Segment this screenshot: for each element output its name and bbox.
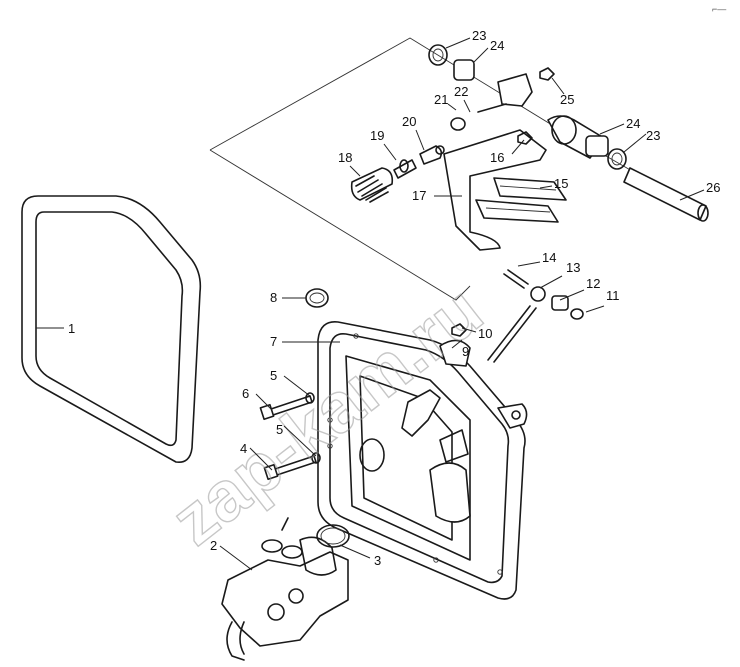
callout-18: 18 bbox=[338, 150, 352, 165]
bushings-left bbox=[428, 44, 475, 81]
callout-24-upper: 24 bbox=[490, 38, 504, 53]
callout-11: 11 bbox=[606, 288, 620, 303]
callout-16: 16 bbox=[490, 150, 504, 165]
upper-bracket bbox=[450, 67, 555, 131]
callout-3: 3 bbox=[374, 553, 381, 568]
callout-26: 26 bbox=[706, 180, 720, 195]
callout-22: 22 bbox=[454, 84, 468, 99]
callout-19: 19 bbox=[370, 128, 384, 143]
callout-21: 21 bbox=[434, 92, 448, 107]
seal-gasket bbox=[21, 195, 202, 464]
callout-23-upper: 23 bbox=[472, 28, 486, 43]
ring-8 bbox=[305, 288, 329, 308]
callout-15: 15 bbox=[554, 176, 568, 191]
callout-17: 17 bbox=[412, 188, 426, 203]
callout-5a: 5 bbox=[270, 368, 277, 383]
leader-lines bbox=[36, 37, 705, 571]
callout-20: 20 bbox=[402, 114, 416, 129]
callout-13: 13 bbox=[566, 260, 580, 275]
callout-4: 4 bbox=[240, 441, 247, 456]
callout-10: 10 bbox=[478, 326, 492, 341]
callout-9: 9 bbox=[462, 344, 469, 359]
nut-16 bbox=[517, 131, 533, 145]
nut-bracket bbox=[439, 323, 471, 367]
master-cylinder bbox=[221, 517, 349, 661]
callout-8: 8 bbox=[270, 290, 277, 305]
callout-6: 6 bbox=[242, 386, 249, 401]
pedal-lever bbox=[443, 129, 567, 251]
callout-labels: 1 2 3 4 5 5 6 7 8 9 10 11 12 13 14 15 16… bbox=[68, 28, 720, 568]
washers bbox=[305, 392, 321, 464]
callout-1: 1 bbox=[68, 321, 75, 336]
o-ring bbox=[316, 524, 350, 548]
callout-5b: 5 bbox=[276, 422, 283, 437]
callout-2: 2 bbox=[210, 538, 217, 553]
callout-23-lower: 23 bbox=[646, 128, 660, 143]
callout-12: 12 bbox=[586, 276, 600, 291]
callout-24-lower: 24 bbox=[626, 116, 640, 131]
callout-7: 7 bbox=[270, 334, 277, 349]
spring-assembly bbox=[350, 145, 445, 203]
corner-mark: ⌐— bbox=[712, 4, 726, 14]
push-rod bbox=[487, 269, 584, 363]
pedal-shaft bbox=[547, 115, 709, 222]
pedal-housing bbox=[317, 321, 528, 600]
callout-14: 14 bbox=[542, 250, 556, 265]
callout-25: 25 bbox=[560, 92, 574, 107]
